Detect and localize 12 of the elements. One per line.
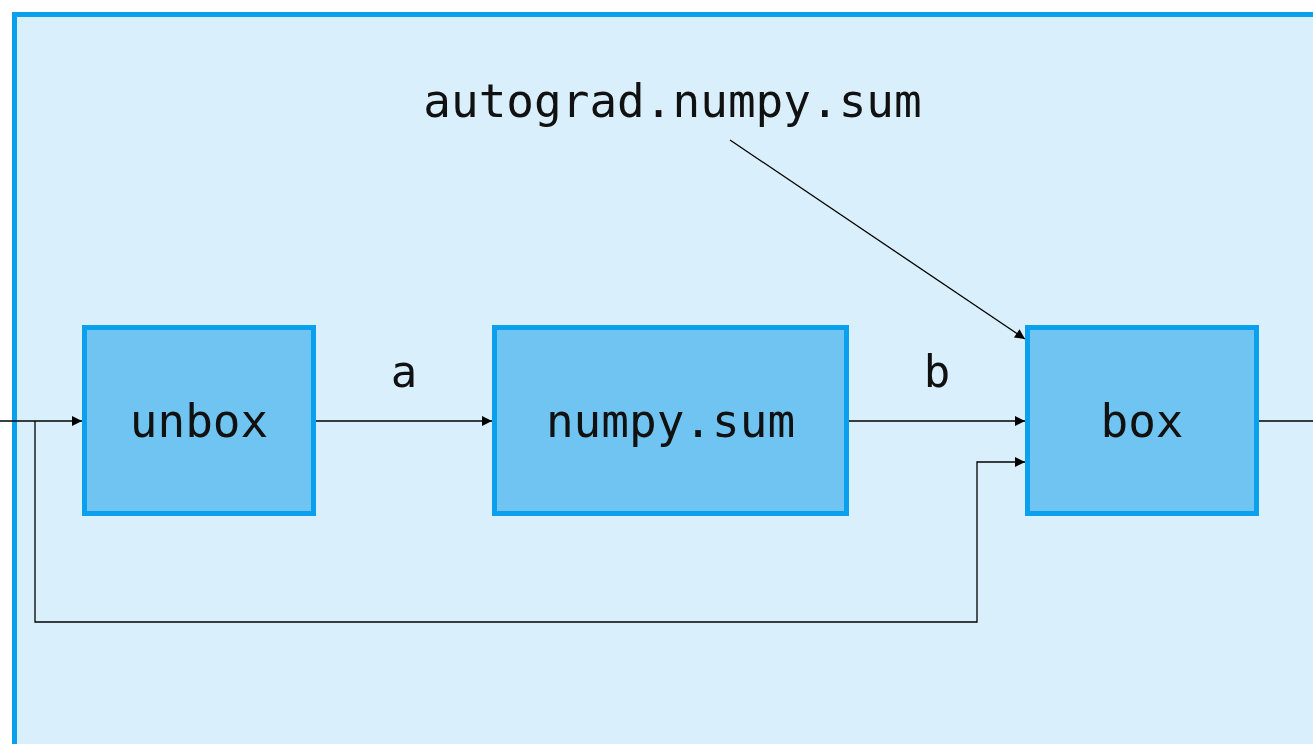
box-label: numpy.sum [545,393,796,448]
box-label: box [1100,393,1184,448]
arrow [315,416,493,426]
arrow [848,416,1026,426]
process-box [492,325,849,516]
process-box [82,325,316,516]
process-box [1025,325,1259,516]
arrow [34,420,1026,623]
function-name: autograd.numpy.sum [423,74,922,128]
box-label: unbox [129,393,269,448]
arrow [729,139,1026,340]
arrow [0,416,83,426]
